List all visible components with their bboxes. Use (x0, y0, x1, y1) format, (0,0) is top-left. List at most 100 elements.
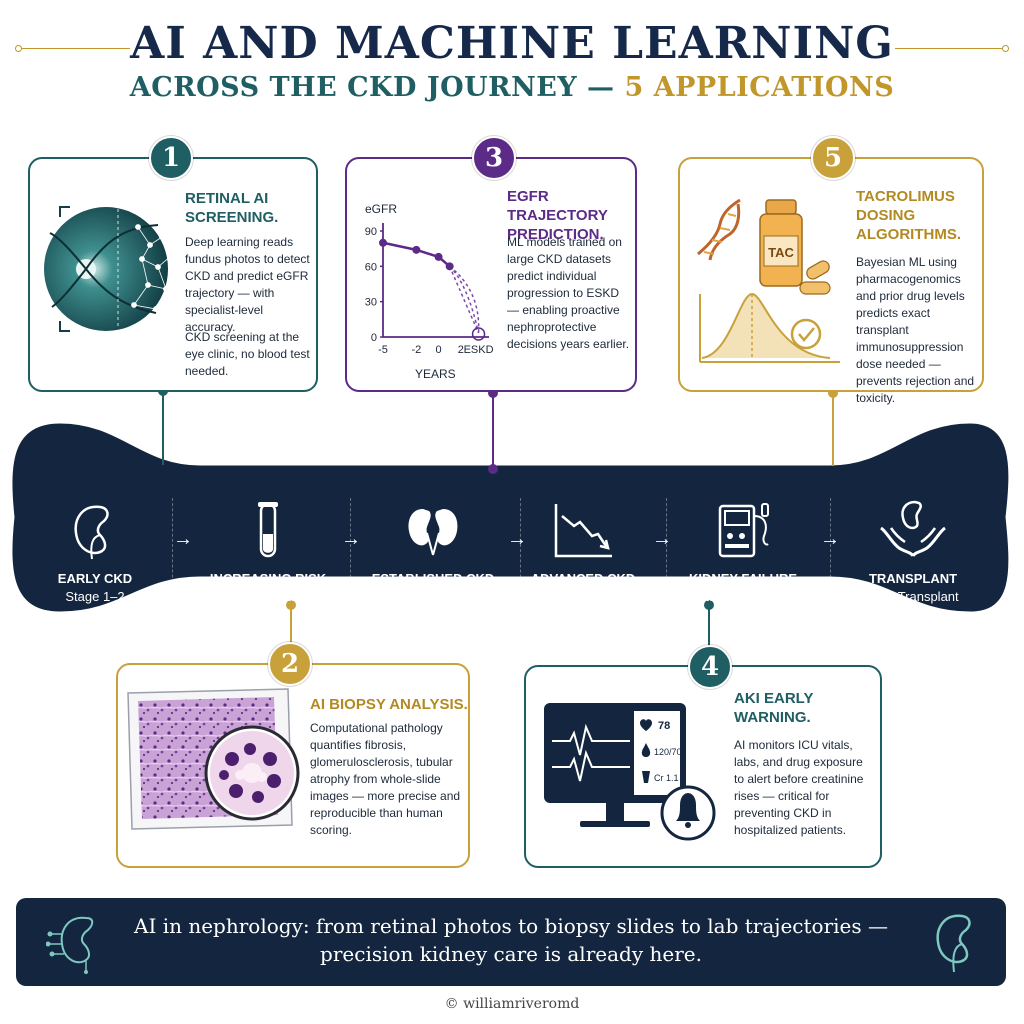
application-number-5: 5 (811, 136, 855, 180)
mini-chart-projection-2 (449, 265, 480, 334)
mini-chart-xtick: 0 (435, 344, 441, 356)
page-title: AI AND MACHINE LEARNING (130, 18, 894, 69)
stage-sub: Stage 4 (560, 589, 606, 604)
mini-chart-ytick: 90 (365, 226, 377, 238)
connector-1 (162, 390, 164, 465)
card-body: Bayesian ML using pharmacogenomics and p… (856, 255, 975, 405)
declining-graph-icon (508, 500, 658, 562)
monitor-creatinine: Cr 1.1 (654, 773, 679, 783)
mini-chart-projection-3 (449, 265, 480, 334)
decorative-dot-right (1002, 45, 1009, 52)
subtitle-part-2: 5 APPLICATIONS (624, 72, 895, 103)
connector-4 (708, 604, 710, 646)
stage-sub: Stage 5 (ESKD) (696, 589, 790, 604)
stage-name: ESTABLISHED CKD (371, 571, 495, 586)
monitor-heart-rate: 78 (658, 720, 670, 732)
application-number-1: 1 (149, 136, 193, 180)
mini-chart-axes (382, 223, 489, 338)
stage-sub: Post-Transplant (867, 589, 959, 604)
footer-banner: AI in nephrology: from retinal photos to… (16, 898, 1006, 986)
mini-chart-xtick: ESKD (464, 344, 494, 356)
mini-chart-eskd-marker (471, 327, 486, 341)
card-title: eGFR TRAJECTORY PREDICTION. (507, 188, 608, 243)
icu-monitor-icon: 78 120/70 Cr 1.1 (544, 703, 716, 841)
kidneys-icon (358, 500, 508, 562)
stage-name: TRANSPLANT (868, 571, 958, 586)
stage-sub: Stage 3b (406, 589, 460, 604)
connector-dot-3b (488, 388, 498, 398)
card-ai-biopsy: AI BIOPSY ANALYSIS. Computational pathol… (116, 663, 470, 868)
stage-advanced-ckd: ADVANCED CKD Stage 4 (508, 500, 658, 606)
mini-chart-point (434, 252, 443, 261)
card-title: TACROLIMUS DOSING ALGORITHMS. (856, 188, 961, 243)
stage-kidney-failure: KIDNEY FAILURE Stage 5 (ESKD) (668, 500, 818, 606)
decorative-line-right (895, 48, 1005, 49)
connector-dot-5 (828, 388, 838, 398)
bottle-label: TAC (768, 245, 794, 260)
connector-dot-3 (488, 464, 498, 474)
mini-chart-xtick: -5 (378, 344, 388, 356)
card-retinal-ai: RETINAL AI SCREENING. Deep learning read… (28, 157, 318, 392)
stage-transplant: TRANSPLANT Post-Transplant (838, 500, 988, 606)
arrow-right-icon: → (652, 528, 672, 550)
mini-chart-xtick: -2 (411, 344, 421, 356)
connector-2 (290, 604, 292, 646)
card-body: ML models trained on large CKD datasets … (507, 235, 630, 351)
dialysis-machine-icon (668, 500, 818, 562)
kidney-outline-icon (936, 914, 971, 973)
mini-chart-xtick: 2 (458, 344, 464, 356)
mini-chart-ytick: 30 (365, 297, 377, 309)
footer-message: AI in nephrology: from retinal photos to… (134, 914, 888, 966)
card-aki-warning: 78 120/70 Cr 1.1 AKI EARLY WARNING. AI m… (524, 665, 882, 868)
credit-text: © williamriveromd (444, 996, 580, 1012)
mini-chart-observed-line (382, 241, 451, 268)
application-number-3: 3 (472, 136, 516, 180)
stage-name: EARLY CKD (57, 571, 133, 586)
subtitle-part-1: ACROSS THE CKD JOURNEY — (129, 72, 615, 103)
stage-divider (350, 498, 351, 593)
connector-3 (492, 392, 494, 468)
connector-5 (832, 392, 834, 466)
stage-divider (666, 498, 667, 593)
pill-bottle-dna-icon: TAC (697, 198, 840, 363)
arrow-right-icon: → (507, 528, 527, 550)
mini-chart-point (445, 262, 454, 271)
retina-fundus-icon (44, 206, 175, 332)
card-title: RETINAL AI SCREENING. (185, 190, 279, 226)
card-body: Deep learning reads fundus photos to det… (185, 235, 310, 334)
hands-kidney-icon (838, 500, 988, 562)
page-subtitle: ACROSS THE CKD JOURNEY — 5 APPLICATIONS (0, 72, 1024, 103)
monitor-bp: 120/70 (654, 747, 682, 757)
stage-sub: Stage 1–2 (65, 589, 125, 604)
card-body-2: CKD screening at the eye clinic, no bloo… (185, 330, 310, 378)
stage-early-ckd: EARLY CKD Stage 1–2 (20, 500, 170, 606)
biopsy-slide-icon (127, 688, 300, 830)
stage-increasing-risk: INCREASING RISK Stage 3a (193, 500, 343, 606)
stage-name: ADVANCED CKD (530, 571, 636, 586)
card-body: Computational pathology quantifies fibro… (310, 721, 461, 837)
ckd-journey-timeline (12, 423, 1009, 612)
decorative-dot-left (15, 45, 22, 52)
mini-chart-xlabel: YEARS (415, 367, 456, 381)
stage-divider (172, 498, 173, 593)
test-tube-icon (193, 500, 343, 562)
connector-dot-4 (704, 600, 714, 610)
mini-chart-point (412, 245, 421, 254)
stage-established-ckd: ESTABLISHED CKD Stage 3b (358, 500, 508, 606)
stage-name: INCREASING RISK (209, 571, 327, 586)
mini-chart-projection-1 (448, 266, 480, 334)
card-title: AKI EARLY WARNING. (734, 690, 814, 726)
decorative-line-left (20, 48, 130, 49)
stage-divider (520, 498, 521, 593)
kidney-circuit-icon (46, 916, 94, 974)
arrow-right-icon: → (341, 528, 361, 550)
stage-sub: Stage 3a (241, 589, 295, 604)
card-tacrolimus-dosing: TAC TACROLIMUS DOSING ALGORITHMS. Bayesi… (678, 157, 984, 405)
connector-dot-2 (286, 600, 296, 610)
card-body: AI monitors ICU vitals, labs, and drug e… (734, 738, 864, 837)
card-title: AI BIOPSY ANALYSIS. (310, 696, 468, 713)
mini-chart-point (379, 238, 387, 247)
mini-chart-ytick: 60 (365, 261, 377, 273)
